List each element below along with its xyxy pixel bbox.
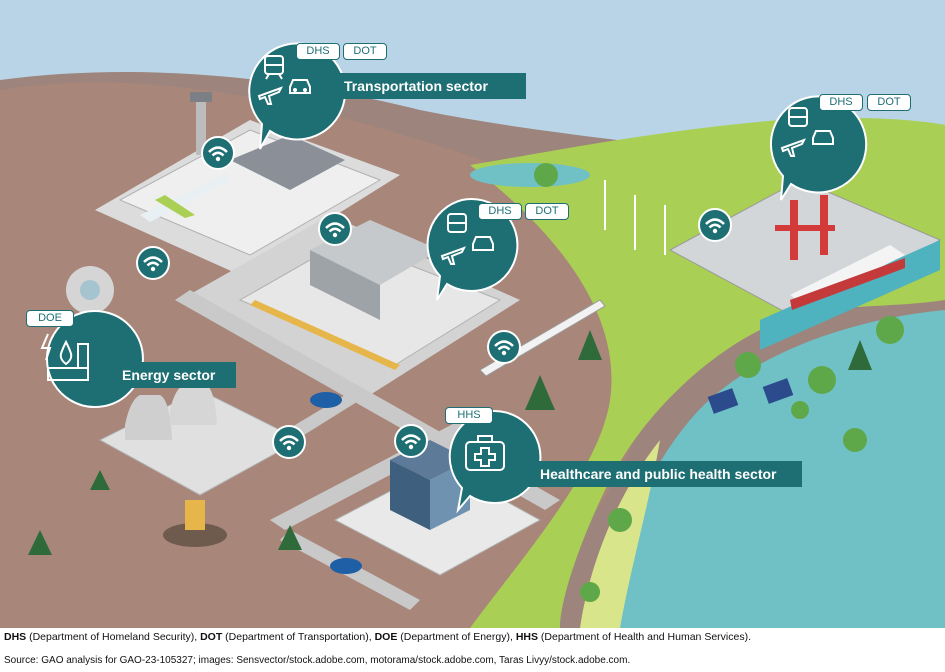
wifi-icon — [201, 136, 235, 170]
healthcare-sector-label: Healthcare and public health sector — [528, 461, 802, 487]
wifi-icon — [394, 424, 428, 458]
figure-footer: DHS (Department of Homeland Security), D… — [0, 628, 945, 672]
beach — [580, 440, 660, 628]
train-icon — [262, 52, 286, 80]
wifi-icon — [272, 425, 306, 459]
airplane-icon — [780, 134, 807, 158]
abbr-doe: DOE — [374, 631, 398, 643]
wifi-icon — [698, 208, 732, 242]
solar-panels — [707, 378, 794, 414]
wifi-icon — [318, 212, 352, 246]
abbr-dhs-full: (Department of Homeland Security), — [26, 631, 201, 643]
abbr-dhs: DHS — [4, 631, 27, 643]
agency-tag-dot: DOT — [343, 43, 387, 60]
wifi-icon — [487, 330, 521, 364]
abbr-dot: DOT — [200, 631, 223, 643]
source-note: Source: GAO analysis for GAO-23-105327; … — [4, 655, 631, 666]
energy-icon — [38, 330, 98, 386]
power-plant — [66, 266, 302, 547]
cars — [310, 392, 362, 574]
wind-turbines — [604, 180, 666, 255]
agency-tag-dot: DOT — [867, 94, 911, 111]
agency-tag-hhs: HHS — [445, 407, 493, 424]
seaport — [668, 179, 942, 350]
airplane-icon — [257, 82, 284, 106]
agency-tag-dhs: DHS — [478, 203, 522, 220]
abbr-doe-full: (Department of Energy), — [397, 631, 516, 643]
train-station — [238, 220, 606, 377]
abbr-dot-full: (Department of Transportation), — [222, 631, 375, 643]
agency-tag-dhs: DHS — [296, 43, 340, 60]
transportation-sector-label: Transportation sector — [332, 73, 526, 99]
car-icon — [470, 232, 496, 254]
abbr-hhs-full: (Department of Health and Human Services… — [537, 631, 751, 643]
airport — [118, 92, 382, 256]
airplane-icon — [440, 242, 467, 266]
abbr-hhs: HHS — [515, 631, 538, 643]
car-icon — [810, 126, 836, 148]
agency-tag-dhs: DHS — [819, 94, 863, 111]
medical-kit-icon — [462, 432, 508, 476]
lake — [470, 163, 590, 187]
train-icon — [786, 104, 810, 132]
agency-tag-doe: DOE — [26, 310, 74, 327]
train-icon — [445, 210, 469, 238]
car-icon — [287, 75, 313, 97]
energy-sector-label: Energy sector — [110, 362, 236, 388]
abbreviation-legend: DHS (Department of Homeland Security), D… — [4, 631, 751, 643]
wifi-icon — [136, 246, 170, 280]
agency-tag-dot: DOT — [525, 203, 569, 220]
trees — [28, 163, 904, 602]
